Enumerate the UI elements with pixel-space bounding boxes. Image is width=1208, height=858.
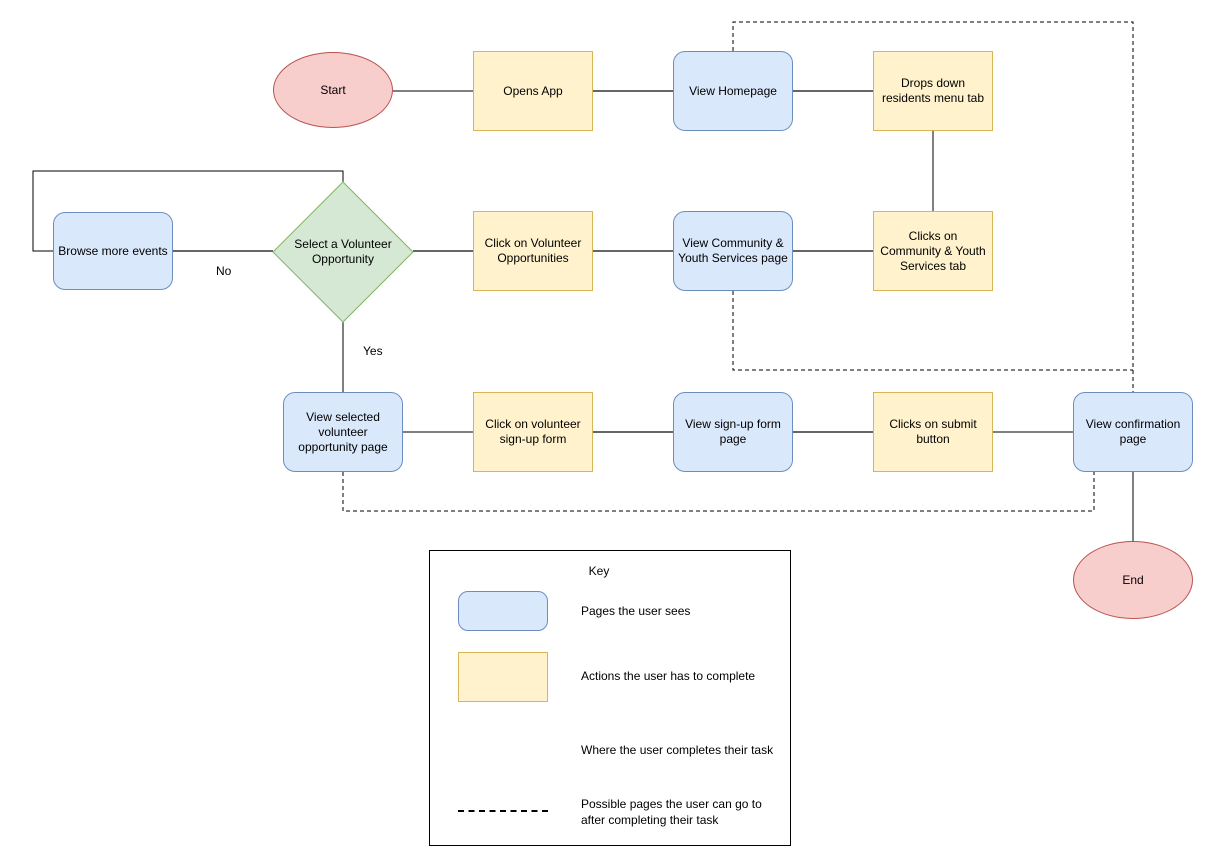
- node-end: End: [1073, 541, 1193, 619]
- node-clicks-submit-button: Clicks on submit button: [873, 392, 993, 472]
- legend-label-decision: Where the user completes their task: [581, 743, 774, 757]
- legend-page-swatch: [458, 591, 548, 631]
- node-browse-more-events: Browse more events: [53, 212, 173, 290]
- legend-action-swatch: [458, 652, 548, 702]
- edge-label-yes: Yes: [361, 344, 385, 359]
- node-view-homepage: View Homepage: [673, 51, 793, 131]
- node-view-community-youth-services: View Community & Youth Services page: [673, 211, 793, 291]
- node-opens-app: Opens App: [473, 51, 593, 131]
- edge-dashed-view-selected-to-confirmation: [342, 472, 1095, 512]
- node-start: Start: [273, 52, 393, 128]
- edge-dashed-community-page-to-confirmation: [732, 291, 1133, 371]
- legend-label-pages: Pages the user sees: [581, 604, 691, 618]
- edge-browse-loop-to-decision: [32, 170, 344, 252]
- node-view-signup-form-page: View sign-up form page: [673, 392, 793, 472]
- edge-label-no: No: [214, 264, 234, 279]
- edge-dashed-homepage-to-confirmation: [732, 21, 1134, 392]
- node-click-volunteer-opportunities: Click on Volunteer Opportunities: [473, 211, 593, 291]
- node-clicks-community-youth-tab: Clicks on Community & Youth Services tab: [873, 211, 993, 291]
- legend-label-actions: Actions the user has to complete: [581, 669, 756, 683]
- node-view-confirmation-page: View confirmation page: [1073, 392, 1193, 472]
- node-select-volunteer-opportunity: Select a Volunteer Opportunity: [294, 237, 392, 266]
- node-drops-down-residents-menu: Drops down residents menu tab: [873, 51, 993, 131]
- legend-label-dashed: Possible pages the user can go to after …: [581, 797, 762, 827]
- decision-diamond-shape: [272, 181, 414, 323]
- node-click-signup-form: Click on volunteer sign-up form: [473, 392, 593, 472]
- node-view-selected-opportunity: View selected volunteer opportunity page: [283, 392, 403, 472]
- legend-dashed-line-swatch: [458, 810, 548, 812]
- legend-title: Key: [588, 564, 610, 578]
